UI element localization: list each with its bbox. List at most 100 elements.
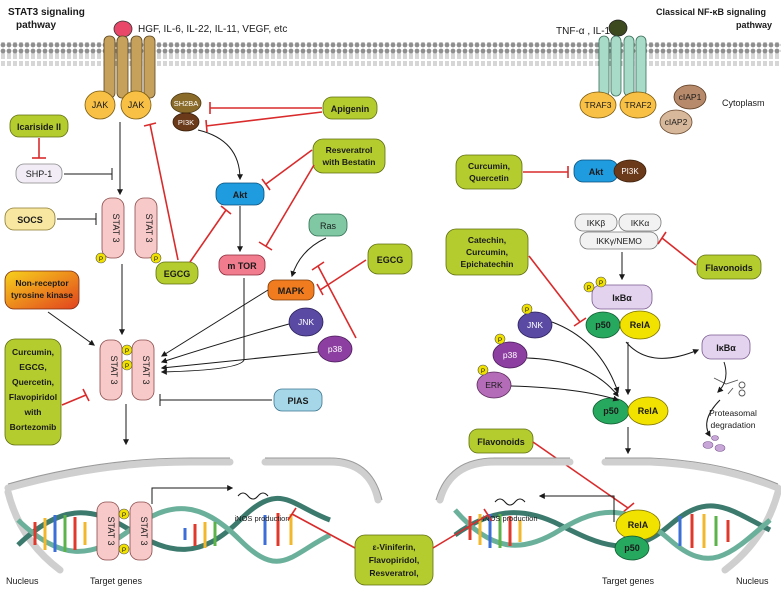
ciap2-label: cIAP2 [665,117,688,127]
pi3k-left [172,112,200,132]
right-ligands: TNF-α , IL-1 [556,26,611,37]
stat3-monomers: STAT 3 STAT 3 P P [95,197,162,264]
traf2 [619,91,657,119]
curcumin-quercetin-box [455,154,523,190]
rela-label: RelA [630,320,651,330]
p38-right [492,341,528,369]
dna-left-icon [16,495,332,564]
phospho-label: P [99,256,103,263]
phospho-label: P [587,285,591,292]
stat3-label: STAT 3 [139,516,149,545]
pi3k-right-label: PI3K [621,167,639,176]
proteasomal-line2: degradation [711,420,756,430]
stat3-label: STAT 3 [109,355,119,384]
socs-label: SOCS [17,215,43,225]
curq-line2: Quercetin [469,173,509,183]
combo-line3: Quercetin, [12,377,54,387]
phospho-label: P [122,547,126,554]
stat3-dimer-bound: STAT 3 STAT 3 P P [96,501,153,561]
erk-label: ERK [485,380,503,390]
ikka [618,213,662,232]
p38-right-label: p38 [503,350,517,360]
ciap1 [673,84,707,110]
apigenin-label: Apigenin [331,104,370,114]
non-receptor-tyrosine-kinase-box [4,270,80,310]
mtor [218,254,266,276]
jnk-right-label: JNK [527,320,543,330]
stat3-label: STAT 3 [111,213,121,242]
phospho-label: P [125,363,129,370]
mrna-right-icon [494,498,526,506]
p38-left-label: p38 [328,344,342,354]
p38-left [317,335,353,363]
right-activation-arrows [510,252,727,455]
p50-label: p50 [595,320,611,330]
ciap1-label: cIAP1 [679,92,702,102]
akt-left [215,182,265,206]
inos-right: iNOS production [482,514,537,523]
traf3-label: TRAF3 [585,100,612,110]
icariside-box [9,114,69,138]
right-title-line2: pathway [736,20,772,30]
phospho-label: P [481,368,485,375]
akt-right-label: Akt [589,167,604,177]
flavonoids-low-box [468,428,534,454]
rela-bound-label: RelA [628,520,649,530]
jak-left-label: JAK [92,100,109,110]
target-genes-left: Target genes [90,576,143,586]
left-red-inhibitions [32,102,367,406]
resveratrol-line1: Resveratrol [326,145,373,155]
resveratrol-line2: with Bestatin [322,157,376,167]
ikba-free [701,334,751,360]
ciap2 [659,109,693,135]
jnk-right [517,311,553,339]
mapk-label: MAPK [278,286,305,296]
left-black-inhibitions [57,168,272,406]
rela-free [627,396,669,426]
cce-line3: Epichatechin [461,259,514,269]
flavonoids-low-label: Flavonoids [477,437,525,447]
cce-line1: Catechin, [468,235,506,245]
phospho-label: P [525,307,529,314]
left-activation-arrows [47,122,327,446]
flavonoids-top-box [696,254,762,280]
shp1-label: SHP-1 [26,169,53,179]
egcg-left-box [155,261,199,285]
p50-free-label: p50 [603,406,619,416]
traf2-label: TRAF2 [625,100,652,110]
phospho-label: P [125,348,129,355]
nrtk-line2: tyrosine kinase [11,290,73,300]
flavonoids-top-label: Flavonoids [705,263,753,273]
phospho-label: P [122,512,126,519]
curcumin-combo-box [4,338,62,446]
egcg-right-box [367,243,413,275]
viniferin-line2: Flavopiridol, [369,555,420,565]
cytoplasm-label: Cytoplasm [722,98,765,108]
left-title-line1: STAT3 signaling [8,7,85,18]
center-red-inhibitions [287,507,493,549]
nemo-label: IKKγ/NEMO [596,236,642,246]
sh2ba-label: SH2BA [174,99,199,108]
stat3-dimer: STAT 3 STAT 3 P P [99,339,155,401]
catechin-box [445,228,529,276]
proteasome-icon [713,377,746,397]
ligand-icon [608,19,628,37]
stat3-receptor [103,20,156,99]
proteasomal-line1: Proteasomal [709,408,757,418]
pias-box [273,388,323,412]
pias-label: PIAS [287,396,308,406]
left-title-line2: pathway [16,20,56,31]
viniferin-line1: ε-Viniferin, [372,542,415,552]
nucleus-left: Nucleus [6,576,39,586]
cce-line2: Curcumin, [466,247,508,257]
erk-right [476,371,512,399]
target-genes-right: Target genes [602,576,655,586]
resveratrol-bestatin-box [312,138,386,174]
nucleus-right: Nucleus [736,576,769,586]
stat3-label: STAT 3 [144,213,154,242]
ikba-free-label: IκBα [716,343,736,353]
stat3-label: STAT 3 [141,355,151,384]
egcg-right-label: EGCG [377,255,404,265]
viniferin-box [354,534,434,586]
